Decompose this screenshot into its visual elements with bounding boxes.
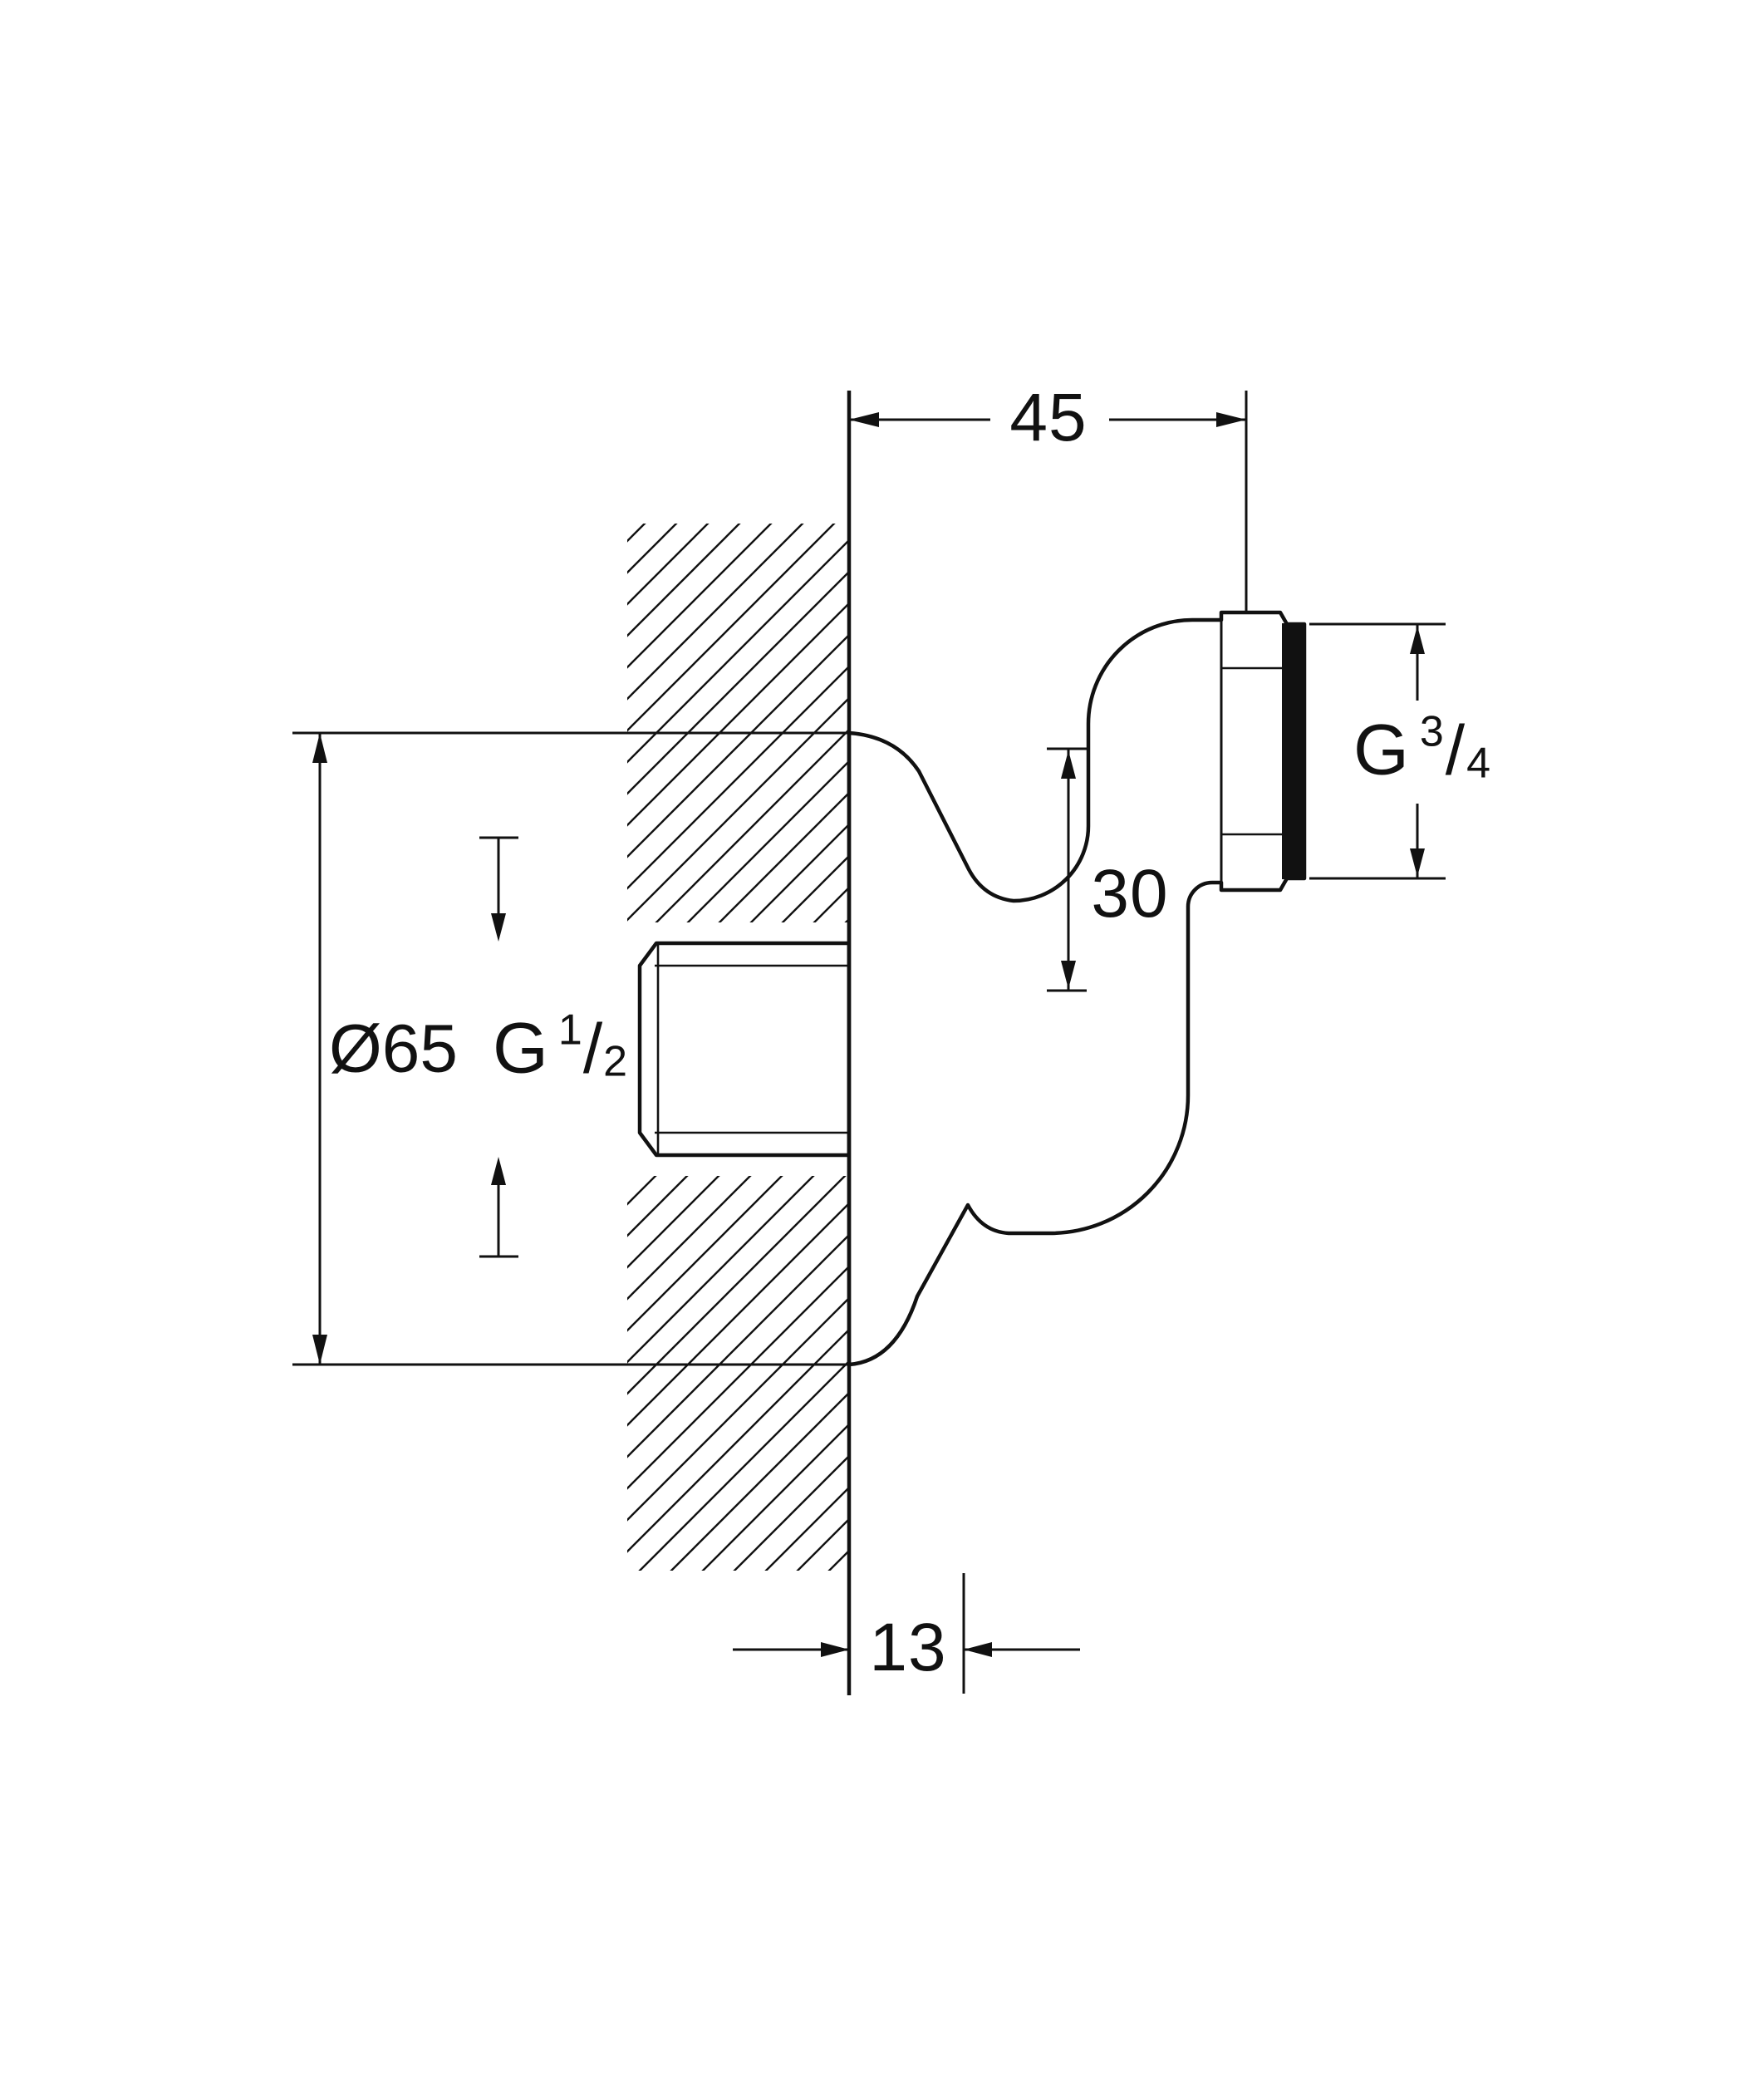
thread-letter: G [493, 1008, 548, 1089]
thread-slash: / [582, 1009, 603, 1088]
dimension-45 [849, 391, 1248, 612]
thread-denominator: 2 [603, 1037, 628, 1086]
dimension-30 [1047, 747, 1087, 992]
outlet-thread-band [1282, 623, 1305, 879]
outlet-hex-g34 [1220, 612, 1305, 890]
dim-label-45: 45 [1009, 380, 1088, 455]
leader-g12 [479, 836, 518, 1258]
thread-label-outlet-g34: G 3 / 4 [1353, 707, 1492, 792]
dimension-g34 [1309, 622, 1446, 880]
thread-numerator: 1 [557, 1006, 582, 1055]
thread-numerator: 3 [1419, 707, 1445, 756]
thread-slash: / [1445, 711, 1466, 789]
thread-denominator: 4 [1466, 739, 1492, 788]
wall-hatch-upper [627, 524, 849, 922]
dimension-diameter-65 [292, 731, 849, 1366]
wall-section [627, 524, 849, 1571]
thread-label-inlet-g12: G 1 / 2 [493, 1006, 628, 1090]
inlet-thread-g12 [637, 941, 852, 1158]
dim-label-13: 13 [869, 1610, 947, 1685]
fitting [637, 610, 1307, 1367]
dim-label-30: 30 [1091, 856, 1169, 932]
dimension-13 [733, 1573, 1080, 1694]
dim-label-diameter-and-inlet-thread: Ø65 G 1 / 2 [329, 1006, 628, 1090]
wall-hatch-lower [627, 1176, 849, 1571]
dim-label-diameter-65: Ø65 [329, 1011, 458, 1086]
fitting-body-outline [847, 610, 1307, 1367]
thread-letter: G [1353, 710, 1410, 790]
